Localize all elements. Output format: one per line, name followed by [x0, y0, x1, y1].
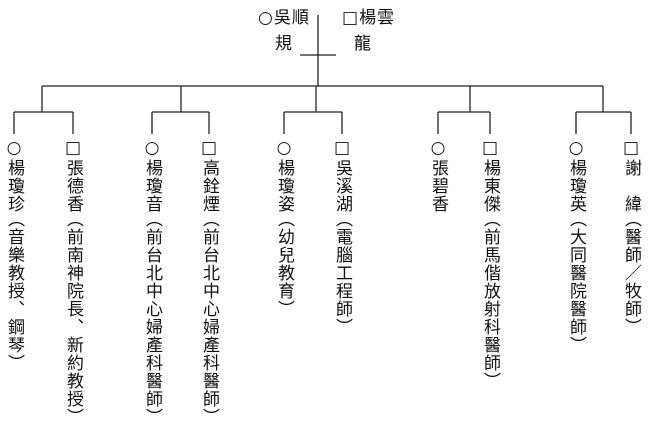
person-zhang-bixiang: ○張碧香 — [428, 138, 448, 213]
person-xie-wei: □謝 緯 — [621, 138, 641, 213]
person-name: 楊瓊珍 — [4, 159, 24, 213]
person-yang-qiongying-note: （大同醫院醫師） — [566, 210, 586, 354]
female-symbol-icon: ○ — [258, 8, 274, 28]
person-yang-dongjie: □楊東傑 — [480, 138, 500, 213]
person-yang-qiongzi-note: （幼兒教育） — [274, 210, 294, 318]
male-symbol-icon: □ — [621, 138, 641, 159]
person-note: （前南神院長、新約教授） — [63, 210, 83, 426]
person-note: （幼兒教育） — [274, 210, 294, 318]
person-wu-xihu-note: （電腦工程師） — [332, 210, 352, 336]
root-wife-name-line1: ○吳順 — [258, 8, 310, 28]
person-name: 楊瓊音 — [142, 159, 162, 213]
person-name: 張德香 — [63, 159, 83, 213]
person-name: 高銓煙 — [199, 159, 219, 213]
person-note: （前台北中心婦產科醫師） — [142, 210, 162, 426]
person-name: 謝 緯 — [621, 159, 641, 213]
person-zhang-dexiang: □張德香 — [63, 138, 83, 213]
person-gao-quanyan-note: （前台北中心婦產科醫師） — [199, 210, 219, 426]
person-note: （音樂教授、鋼琴） — [4, 210, 24, 372]
person-note: （大同醫院醫師） — [566, 210, 586, 354]
person-yang-qiongying: ○楊瓊英 — [566, 138, 586, 213]
person-yang-qiongyin-note: （前台北中心婦產科醫師） — [142, 210, 162, 426]
male-symbol-icon: □ — [332, 138, 352, 159]
person-note: （前馬偕放射科醫師） — [480, 210, 500, 390]
person-yang-qiongzi: ○楊瓊姿 — [274, 138, 294, 213]
female-symbol-icon: ○ — [142, 138, 162, 159]
person-note: （醫師／牧師） — [621, 210, 641, 336]
person-note: （前台北中心婦產科醫師） — [199, 210, 219, 426]
person-note: （電腦工程師） — [332, 210, 352, 336]
person-yang-qiongzhen-note: （音樂教授、鋼琴） — [4, 210, 24, 372]
male-symbol-icon: □ — [480, 138, 500, 159]
person-yang-qiongzhen: ○楊瓊珍 — [4, 138, 24, 213]
male-symbol-icon: □ — [342, 8, 360, 28]
person-zhang-dexiang-note: （前南神院長、新約教授） — [63, 210, 83, 426]
root-wife-name-line2: 規 — [275, 34, 293, 54]
root-husband-name-line1: □楊雲 — [342, 8, 396, 28]
person-xie-wei-note: （醫師／牧師） — [621, 210, 641, 336]
tree-connector-lines — [13, 15, 632, 134]
person-yang-dongjie-note: （前馬偕放射科醫師） — [480, 210, 500, 390]
female-symbol-icon: ○ — [566, 138, 586, 159]
person-name: 張碧香 — [428, 159, 448, 213]
person-name: 楊瓊英 — [566, 159, 586, 213]
male-symbol-icon: □ — [63, 138, 83, 159]
female-symbol-icon: ○ — [428, 138, 448, 159]
person-name: 吳溪湖 — [332, 159, 352, 213]
male-symbol-icon: □ — [199, 138, 219, 159]
person-gao-quanyan: □高銓煙 — [199, 138, 219, 213]
root-husband-name-line2: 龍 — [354, 34, 372, 54]
person-name: 楊瓊姿 — [274, 159, 294, 213]
person-yang-qiongyin: ○楊瓊音 — [142, 138, 162, 213]
person-name: 楊東傑 — [480, 159, 500, 213]
female-symbol-icon: ○ — [274, 138, 294, 159]
female-symbol-icon: ○ — [4, 138, 24, 159]
person-wu-xihu: □吳溪湖 — [332, 138, 352, 213]
